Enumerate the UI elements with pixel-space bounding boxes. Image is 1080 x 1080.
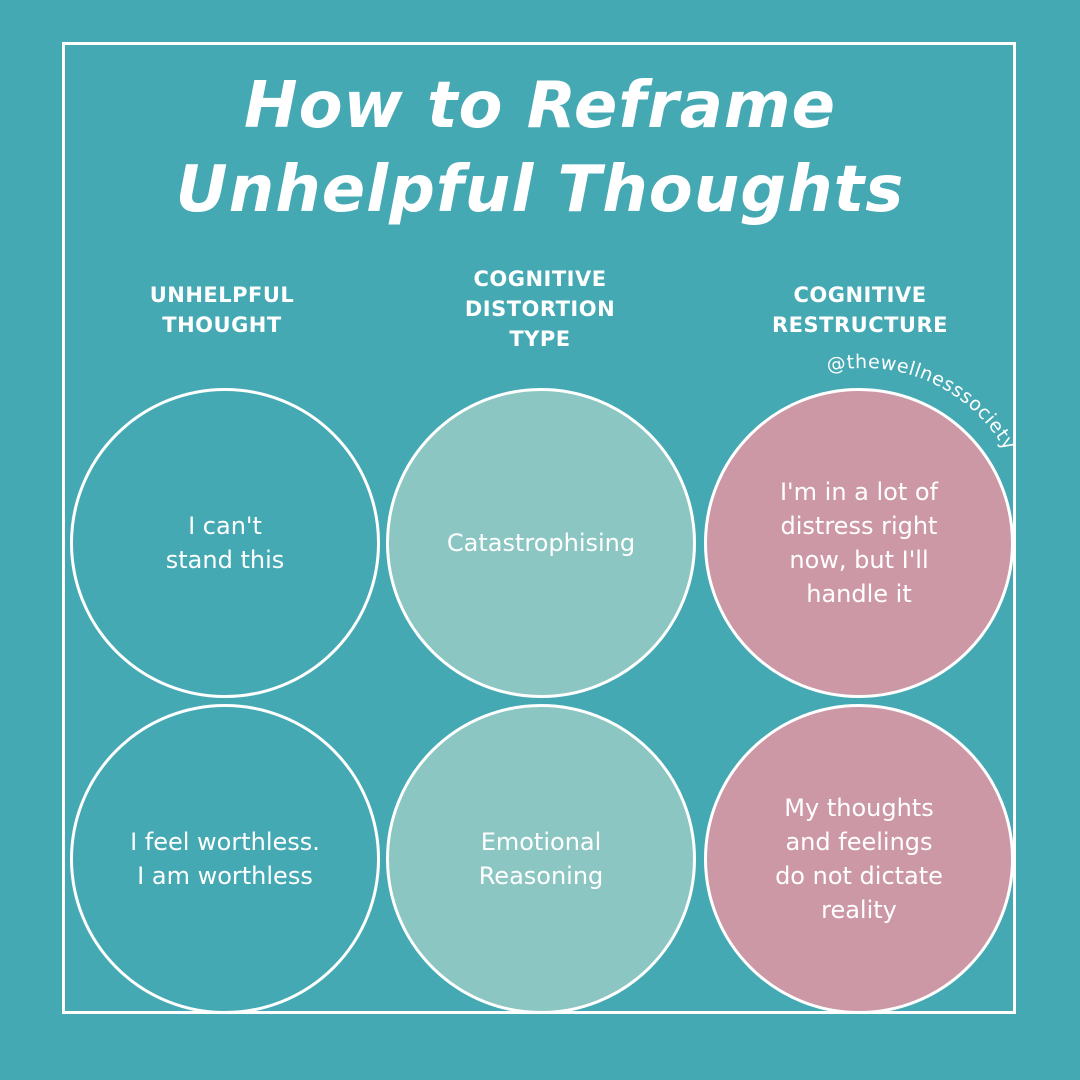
text-line: I'm in a lot of [779, 478, 939, 506]
header-line: TYPE [509, 327, 571, 351]
text-line: Emotional [480, 828, 602, 856]
column-header-cognitive-restructure: COGNITIVE RESTRUCTURE [720, 280, 1000, 340]
unhelpful-thought-circle-2: I feel worthless. I am worthless [70, 704, 380, 1014]
circle-text: Catastrophising [426, 526, 656, 560]
text-line: Catastrophising [446, 529, 636, 557]
text-line: do not dictate [775, 862, 943, 890]
text-line: distress right [780, 512, 938, 540]
text-line: now, but I'll [789, 546, 929, 574]
text-line: stand this [165, 546, 285, 574]
title-line-2: Unhelpful Thoughts [175, 153, 905, 227]
text-line: Reasoning [478, 862, 604, 890]
text-line: I can't [188, 512, 262, 540]
column-header-cognitive-distortion-type: COGNITIVE DISTORTION TYPE [400, 264, 680, 354]
circle-text: I'm in a lot of distress right now, but … [744, 475, 974, 611]
text-line: and feelings [785, 828, 933, 856]
text-line: I am worthless [137, 862, 313, 890]
unhelpful-thought-circle-1: I can't stand this [70, 388, 380, 698]
header-line: UNHELPFUL [149, 283, 295, 307]
distortion-type-circle-1: Catastrophising [386, 388, 696, 698]
circle-text: Emotional Reasoning [426, 825, 656, 893]
circle-text: I feel worthless. I am worthless [110, 825, 340, 893]
header-line: DISTORTION [464, 297, 616, 321]
header-line: RESTRUCTURE [772, 313, 948, 337]
header-line: COGNITIVE [473, 267, 607, 291]
text-line: handle it [806, 580, 912, 608]
circle-text: My thoughts and feelings do not dictate … [744, 791, 974, 927]
column-header-unhelpful-thought: UNHELPFUL THOUGHT [82, 280, 362, 340]
circle-text: I can't stand this [110, 509, 340, 577]
text-line: My thoughts [784, 794, 934, 822]
restructure-circle-2: My thoughts and feelings do not dictate … [704, 704, 1014, 1014]
title-line-1: How to Reframe [244, 69, 836, 143]
header-line: COGNITIVE [793, 283, 927, 307]
header-line: THOUGHT [162, 313, 282, 337]
distortion-type-circle-2: Emotional Reasoning [386, 704, 696, 1014]
page-title: How to Reframe Unhelpful Thoughts [0, 64, 1080, 232]
restructure-circle-1: I'm in a lot of distress right now, but … [704, 388, 1014, 698]
text-line: reality [821, 896, 897, 924]
text-line: I feel worthless. [130, 828, 320, 856]
